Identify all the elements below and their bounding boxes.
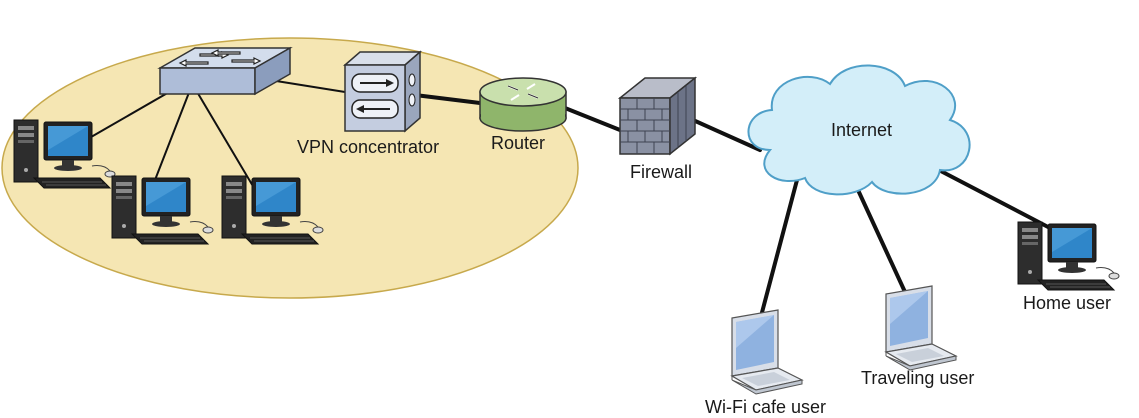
router-icon <box>479 77 567 132</box>
laptop-icon <box>885 285 957 371</box>
vpn-concentrator-icon <box>342 50 423 133</box>
router-label: Router <box>491 133 546 153</box>
internet-label: Internet <box>831 120 893 140</box>
vpn-concentrator-label: VPN concentrator <box>297 137 440 157</box>
firewall-label: Firewall <box>630 162 693 182</box>
internet-cloud-icon <box>747 64 971 196</box>
laptop-icon <box>731 309 803 395</box>
network-links <box>71 79 1052 322</box>
traveling-user-label: Traveling user <box>861 368 975 388</box>
lan-zone <box>1 37 579 299</box>
switch-icon <box>157 46 293 96</box>
desktop-computer-icon <box>1017 221 1120 291</box>
firewall-icon <box>617 76 698 156</box>
wifi-cafe-user-label: Wi-Fi cafe user <box>705 397 827 417</box>
home-user-label: Home user <box>1023 293 1112 313</box>
